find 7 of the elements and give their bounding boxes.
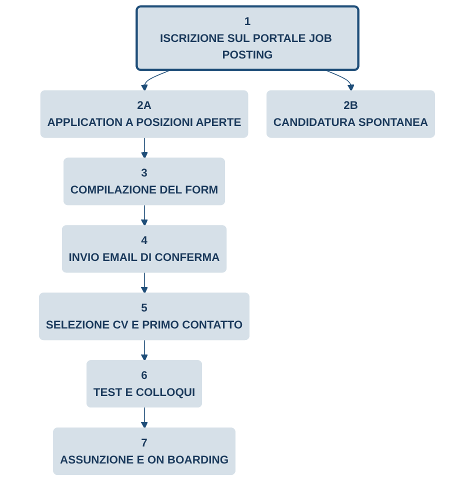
arrow bbox=[325, 70, 354, 92]
arrow bbox=[140, 407, 148, 429]
arrow bbox=[140, 137, 148, 159]
arrow bbox=[140, 272, 148, 294]
arrow bbox=[140, 204, 148, 226]
arrow bbox=[140, 340, 148, 362]
arrow bbox=[140, 70, 171, 92]
